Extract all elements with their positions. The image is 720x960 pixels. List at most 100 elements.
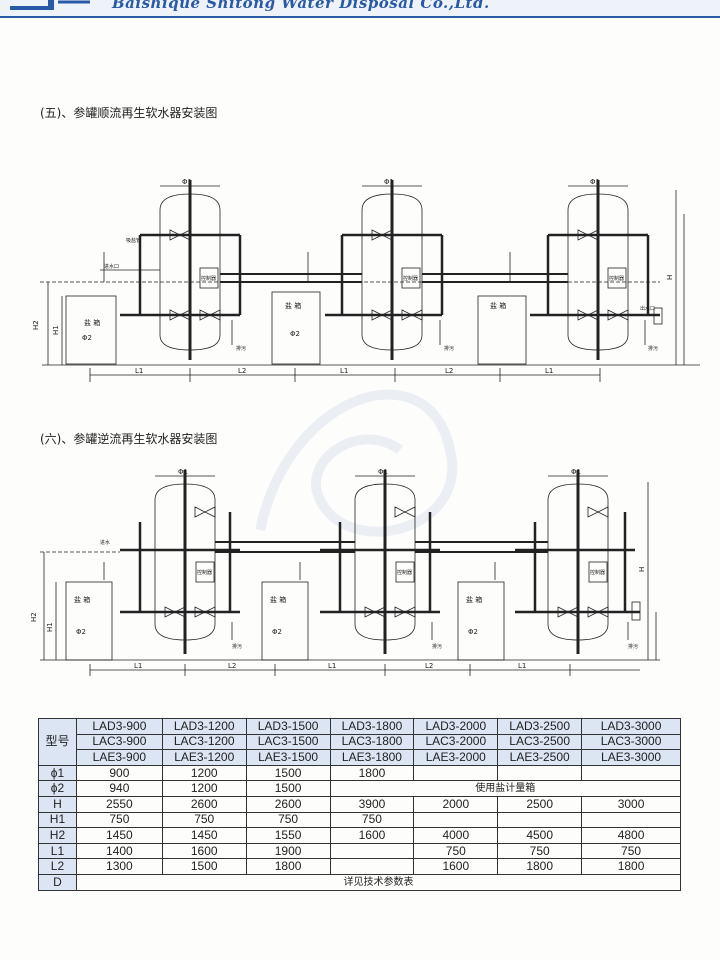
table-cell: 1600 [161,842,247,860]
phi1-row-label: ϕ1 [38,764,77,782]
table-row: ϕ1 900 1200 1500 1800 [38,764,681,782]
table-cell: 2550 [75,795,163,813]
table-cell: 4000 [413,827,499,844]
control-label-1: 控制器 [201,275,216,282]
model-cell: LAE3-1200 [161,749,247,766]
model-cell: LAD3-1800 [329,718,415,735]
s6-phi2-label-3: Φ2 [468,628,478,636]
section-6-diagram: Φ1 Φ1 Φ1 盐 箱 盐 箱 盐 箱 控制器 控制器 控制器 进水 排污 排… [30,468,660,676]
h-label: H [666,275,674,280]
h1-row-label: H1 [38,811,77,829]
l2-row-label: L2 [38,858,77,875]
table-cell: 1450 [161,827,247,844]
drain-label-1: 排污 [236,345,246,352]
model-cell: LAC3-1800 [329,733,415,751]
model-label: 型号 [38,718,77,766]
table-cell: 1500 [245,780,331,797]
table-cell [581,764,681,782]
table-cell: 750 [161,811,247,829]
control-label-3: 控制器 [609,275,624,282]
table-cell: 750 [75,811,163,829]
model-cell: LAE3-3000 [581,749,681,766]
table-cell [497,811,583,829]
model-cell: LAC3-1500 [245,733,331,751]
l2-label-1: L2 [238,367,246,375]
s6-h2-label: H2 [30,612,38,622]
drain-label-2: 排污 [444,345,454,352]
phi2-label-1: Φ2 [82,334,92,342]
table-cell [581,811,681,829]
spec-table: 型号 LAD3-900 LAD3-1200 LAD3-1500 LAD3-180… [38,718,682,891]
phi2-label-2: Φ2 [290,330,300,338]
table-row: LAC3-900 LAC3-1200 LAC3-1500 LAC3-1800 L… [39,733,681,751]
table-cell: 1400 [75,842,163,860]
company-logo-icon [10,0,90,10]
h-row-label: H [38,795,77,813]
table-row: L2 1300 1500 1800 1600 1800 1800 [38,858,681,875]
table-cell [413,764,499,782]
s6-drain-label-2: 排污 [432,643,442,650]
l1-row-label: L1 [38,842,77,860]
table-cell: 750 [245,811,331,829]
table-cell: 1800 [497,858,583,875]
h2-row-label: H2 [38,827,77,844]
model-cell: LAD3-2500 [497,718,583,735]
s6-l1-label-3: L1 [518,662,526,670]
table-cell: 1200 [161,780,247,797]
table-row: 型号 LAD3-900 LAD3-1200 LAD3-1500 LAD3-180… [38,718,681,766]
model-cell: LAD3-900 [75,718,163,735]
s6-control-label-1: 控制器 [197,569,212,576]
model-cell: LAC3-1200 [161,733,247,751]
table-row: LAE3-900 LAE3-1200 LAE3-1500 LAE3-1800 L… [39,749,681,766]
table-cell: 750 [413,842,499,860]
salt-pipe-label: 吸盐管 [126,237,141,244]
inlet-label: 进水口 [104,263,119,270]
table-cell: 1800 [329,764,415,782]
table-cell: 1600 [329,827,415,844]
company-name: Baishique Shitong Water Disposal Co.,Ltd… [112,0,490,12]
table-cell [413,811,499,829]
phi2-row-label: ϕ2 [38,780,77,797]
phi1-label-1: Φ1 [182,178,192,186]
table-cell: 1500 [161,858,247,875]
s6-drain-label-1: 排污 [232,643,242,650]
s6-l2-label-2: L2 [425,662,433,670]
s6-control-label-2: 控制器 [397,569,412,576]
table-cell: 940 [75,780,163,797]
s6-phi1-label-2: Φ1 [378,468,388,476]
s6-salt-box-label-1: 盐 箱 [74,595,90,604]
d-note: 详见技术参数表 [75,873,682,891]
salt-box-label-1: 盐 箱 [84,318,100,327]
table-cell: 4500 [497,827,583,844]
drain-label-3: 排污 [648,345,658,352]
table-cell: 2600 [245,795,331,813]
table-cell: 1900 [245,842,331,860]
table-row: ϕ2 940 1200 1500 使用盐计量箱 [38,780,682,797]
s6-l2-label-1: L2 [228,662,236,670]
table-cell: 1800 [581,858,681,875]
table-cell: 2000 [413,795,499,813]
l1-label-1: L1 [135,367,143,375]
model-cell: LAE3-900 [75,749,163,766]
table-cell: 750 [497,842,583,860]
table-cell: 1200 [161,764,247,782]
s6-control-label-3: 控制器 [590,569,605,576]
model-cell: LAE3-2500 [497,749,583,766]
phi1-label-3: Φ1 [590,178,600,186]
s6-phi2-label-1: Φ2 [76,628,86,636]
table-row: H2 1450 1450 1550 1600 4000 4500 4800 [38,827,681,844]
s6-drain-label-3: 排污 [628,643,638,650]
table-row: L1 1400 1600 1900 750 750 750 [38,842,681,860]
salt-box-label-2: 盐 箱 [285,301,301,310]
s6-h-label: H [638,567,646,572]
model-cell: LAD3-3000 [581,718,681,735]
control-label-2: 控制器 [403,275,418,282]
table-cell: 1300 [75,858,163,875]
s6-l1-label-2: L1 [328,662,336,670]
table-cell: 750 [329,811,415,829]
table-cell: 4800 [581,827,681,844]
table-cell: 1450 [75,827,163,844]
table-cell: 1600 [413,858,499,875]
model-cell: LAC3-900 [75,733,163,751]
model-cell: LAE3-1500 [245,749,331,766]
